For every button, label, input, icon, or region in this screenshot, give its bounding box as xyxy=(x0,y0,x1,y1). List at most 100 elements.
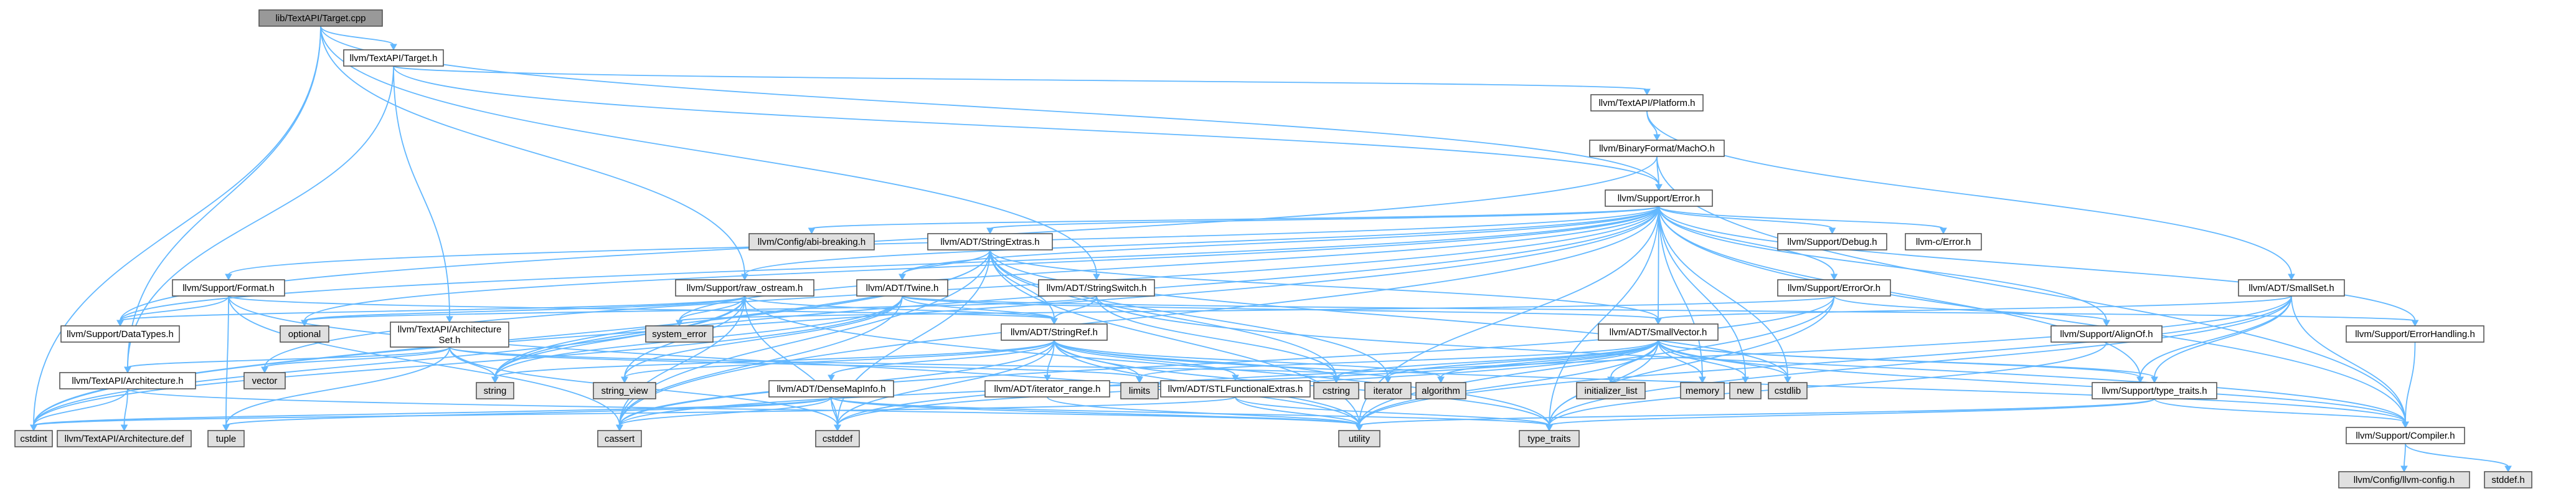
node-c-error[interactable]: llvm-c/Error.h xyxy=(1905,233,1982,250)
edge-arrowhead xyxy=(116,320,124,327)
node-cstdint: cstdint xyxy=(14,430,53,447)
node-box xyxy=(1364,382,1412,399)
node-label: stddef.h xyxy=(2491,475,2524,485)
edge-twine-to-string_view xyxy=(624,295,903,378)
node-alignof[interactable]: llvm/Support/AlignOf.h xyxy=(2050,325,2163,343)
node-box xyxy=(207,430,245,447)
node-box xyxy=(2346,427,2465,444)
edge-compiler-to-llvm_config xyxy=(2404,443,2406,467)
node-box xyxy=(1777,279,1891,297)
node-target-h[interactable]: llvm/TextAPI/Target.h xyxy=(343,49,444,67)
edge-arrowhead xyxy=(261,366,268,374)
node-box xyxy=(1768,382,1808,399)
edge-raw_ostream-to-stringref xyxy=(744,295,1055,320)
node-box xyxy=(675,279,814,297)
edge-arrowhead xyxy=(2136,376,2144,384)
edge-smallvector-to-compiler xyxy=(1658,340,2406,423)
node-architecture-h[interactable]: llvm/TextAPI/Architecture.h xyxy=(59,372,196,389)
edge-arrowhead xyxy=(899,274,906,281)
edge-root-to-architecture_h xyxy=(127,26,321,368)
node-platform-h[interactable]: llvm/TextAPI/Platform.h xyxy=(1590,94,1704,112)
node-label: llvm/TextAPI/Architecture xyxy=(398,325,502,335)
node-compiler[interactable]: llvm/Support/Compiler.h xyxy=(2346,427,2465,444)
node-erroror[interactable]: llvm/Support/ErrorOr.h xyxy=(1777,279,1891,297)
node-label: llvm/ADT/SmallVector.h xyxy=(1610,327,1707,338)
node-error-h[interactable]: llvm/Support/Error.h xyxy=(1605,189,1713,207)
edge-twine-to-stringref xyxy=(902,295,1055,320)
node-smallvector[interactable]: llvm/ADT/SmallVector.h xyxy=(1598,323,1719,341)
node-label: system_error xyxy=(652,329,707,340)
edge-raw_ostream-to-cstdint xyxy=(33,295,745,426)
edge-error_h-to-smallvector xyxy=(1658,206,1659,320)
node-abi-breaking: llvm/Config/abi-breaking.h xyxy=(748,233,875,250)
edge-arrowhead xyxy=(1742,376,1749,384)
node-raw-ostream[interactable]: llvm/Support/raw_ostream.h xyxy=(675,279,814,297)
node-utility: utility xyxy=(1338,430,1380,447)
edge-smallvector-to-memory xyxy=(1658,340,1703,378)
node-type-traits-h[interactable]: llvm/Support/type_traits.h xyxy=(2092,382,2217,399)
node-box xyxy=(476,382,514,399)
node-stringref[interactable]: llvm/ADT/StringRef.h xyxy=(1001,323,1108,341)
edge-arrowhead xyxy=(1044,374,1051,382)
edge-error_h-to-cstdlib xyxy=(1658,206,1788,378)
node-initializer-list: initializer_list xyxy=(1576,382,1646,399)
edge-arrowhead xyxy=(1232,374,1239,382)
edge-errorhandling-to-compiler xyxy=(2405,341,2416,423)
node-box xyxy=(2338,471,2470,489)
edge-stringextras-to-cstdlib xyxy=(989,249,1788,378)
edge-smallset-to-type_traits xyxy=(1549,295,2292,426)
node-memory: memory xyxy=(1680,382,1725,399)
node-iterator-range[interactable]: llvm/ADT/iterator_range.h xyxy=(984,380,1110,398)
node-label: llvm/TextAPI/Target.h xyxy=(350,53,438,64)
node-label: new xyxy=(1737,386,1754,396)
edge-arrowhead xyxy=(1437,376,1445,384)
edge-smallset-to-functional xyxy=(2140,295,2292,378)
edge-arrowhead xyxy=(390,44,397,51)
node-type-traits: type_traits xyxy=(1519,430,1580,447)
node-twine[interactable]: llvm/ADT/Twine.h xyxy=(856,279,948,297)
node-root[interactable]: lib/TextAPI/Target.cpp xyxy=(258,9,383,27)
node-stddef: stddef.h xyxy=(2484,471,2532,489)
node-datatypes[interactable]: llvm/Support/DataTypes.h xyxy=(60,325,180,343)
node-stringextras[interactable]: llvm/ADT/StringExtras.h xyxy=(927,233,1053,250)
edge-arrowhead xyxy=(222,424,230,432)
node-new: new xyxy=(1729,382,1762,399)
edge-densemapinfo-to-cstddef xyxy=(831,396,838,426)
node-label: cstring xyxy=(1323,386,1350,396)
edge-type_traits_h-to-utility xyxy=(1359,398,2155,426)
edge-arrowhead xyxy=(1940,227,1947,235)
node-box xyxy=(1519,430,1580,447)
edge-error_h-to-cassert xyxy=(619,206,1659,426)
node-label: algorithm xyxy=(1422,386,1460,396)
node-box xyxy=(815,430,860,447)
node-box xyxy=(390,322,509,348)
edge-target_h-to-error_h xyxy=(393,65,1659,186)
node-format-h[interactable]: llvm/Support/Format.h xyxy=(172,279,285,297)
node-label: optional xyxy=(288,329,321,340)
node-arch-def: llvm/TextAPI/Architecture.def xyxy=(57,430,192,447)
edge-format_h-to-tuple xyxy=(225,295,229,426)
node-smallset[interactable]: llvm/ADT/SmallSet.h xyxy=(2238,279,2345,297)
edge-smallvector-to-iterator xyxy=(1387,340,1659,378)
node-label: initializer_list xyxy=(1584,386,1638,396)
edge-stringref-to-stlfunc xyxy=(1054,340,1236,376)
edge-root-to-raw_ostream xyxy=(320,26,745,275)
node-box xyxy=(1598,323,1719,341)
edge-arrowhead xyxy=(124,366,131,374)
node-stringswitch[interactable]: llvm/ADT/StringSwitch.h xyxy=(1038,279,1155,297)
node-label: lib/TextAPI/Target.cpp xyxy=(275,13,366,24)
edge-root-to-target_h xyxy=(320,26,394,45)
node-label: llvm/Config/llvm-config.h xyxy=(2354,475,2455,485)
node-macho-h[interactable]: llvm/BinaryFormat/MachO.h xyxy=(1589,140,1725,157)
node-debug-h[interactable]: llvm/Support/Debug.h xyxy=(1777,233,1887,250)
node-box xyxy=(14,430,53,447)
node-label: cstddef xyxy=(823,434,853,444)
edge-stringref-to-iterator_range xyxy=(1047,340,1055,376)
node-densemapinfo[interactable]: llvm/ADT/DenseMapInfo.h xyxy=(768,380,894,398)
edge-error_h-to-twine xyxy=(902,206,1659,275)
node-label: cassert xyxy=(605,434,635,444)
node-errorhandling[interactable]: llvm/Support/ErrorHandling.h xyxy=(2346,325,2484,343)
node-stlfunc[interactable]: llvm/ADT/STLFunctionalExtras.h xyxy=(1160,380,1311,398)
node-label: tuple xyxy=(216,434,237,444)
